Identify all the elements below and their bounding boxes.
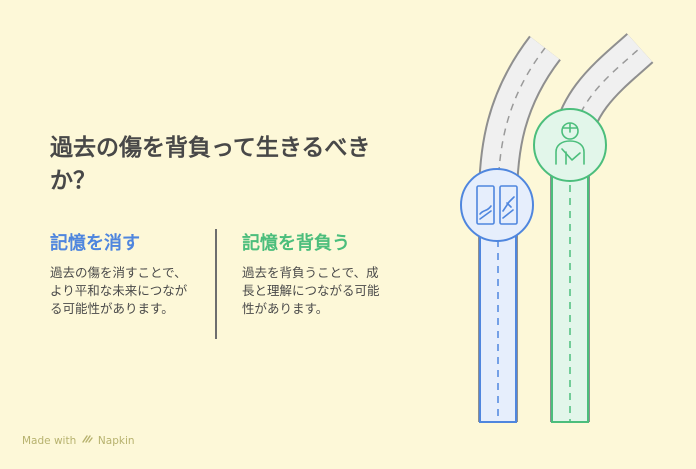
blue-path: [479, 204, 517, 423]
option-heading-erase: 記憶を消す: [50, 233, 140, 254]
napkin-logo-icon: [81, 434, 93, 447]
napkin-brand-label: Napkin: [97, 435, 135, 447]
option-description-erase: 過去の傷を消すことで、より平和な未来につながる可能性があります。: [50, 265, 188, 316]
erase-memory-marker: [460, 168, 534, 242]
erasing-broken-frames-icon: [476, 185, 518, 225]
made-with-footer: Made with Napkin: [22, 434, 135, 447]
option-heading-carry: 記憶を背負う: [242, 233, 350, 254]
option-description-carry: 過去を背負うことで、成長と理解につながる可能性があります。: [242, 265, 380, 316]
made-with-label: Made with: [22, 435, 77, 447]
green-path: [551, 144, 589, 423]
page-title: 過去の傷を背負って生きるべきか？: [50, 135, 371, 195]
carry-memory-marker: [533, 108, 607, 182]
injured-person-with-sling-icon: [555, 122, 585, 165]
column-divider: [215, 229, 217, 339]
